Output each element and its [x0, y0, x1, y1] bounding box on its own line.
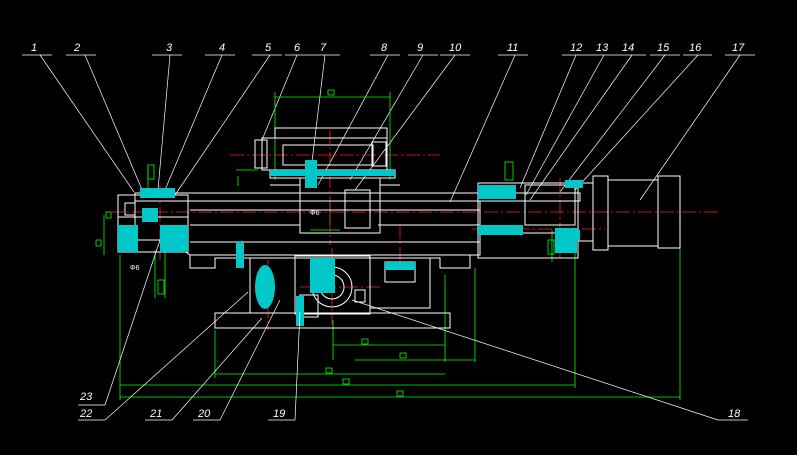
- top-carriage: [254, 127, 400, 234]
- callout-18: 18: [728, 408, 741, 420]
- bottom-callouts: 23 22 21 20 19 18: [78, 239, 748, 421]
- dim-text-1: Φ6: [310, 210, 320, 217]
- top-callouts: 1 2 3 4 5 6 7 8 9 10 11 12 13 14 15 16 1…: [22, 42, 755, 203]
- callout-11: 11: [507, 42, 518, 54]
- callout-3: 3: [166, 42, 173, 54]
- callout-19: 19: [273, 408, 285, 420]
- main-beam: [117, 175, 681, 259]
- callout-4: 4: [219, 42, 225, 54]
- callout-8: 8: [381, 42, 388, 54]
- callout-7: 7: [320, 42, 327, 54]
- callout-9: 9: [417, 42, 423, 54]
- callout-20: 20: [197, 408, 211, 420]
- callout-16: 16: [689, 42, 702, 54]
- callout-2: 2: [73, 42, 80, 54]
- callout-1: 1: [31, 42, 37, 54]
- dim-text-2: Φ6: [130, 265, 140, 272]
- callout-17: 17: [732, 42, 745, 54]
- callout-6: 6: [294, 42, 301, 54]
- callout-10: 10: [449, 42, 462, 54]
- callout-23: 23: [79, 391, 93, 403]
- callout-21: 21: [149, 408, 162, 420]
- callout-15: 15: [657, 42, 670, 54]
- callout-5: 5: [265, 42, 272, 54]
- centerlines: [110, 130, 720, 330]
- callout-13: 13: [596, 42, 609, 54]
- callout-22: 22: [79, 408, 92, 420]
- hatched-sections: [118, 160, 583, 326]
- callout-14: 14: [622, 42, 634, 54]
- callout-12: 12: [570, 42, 582, 54]
